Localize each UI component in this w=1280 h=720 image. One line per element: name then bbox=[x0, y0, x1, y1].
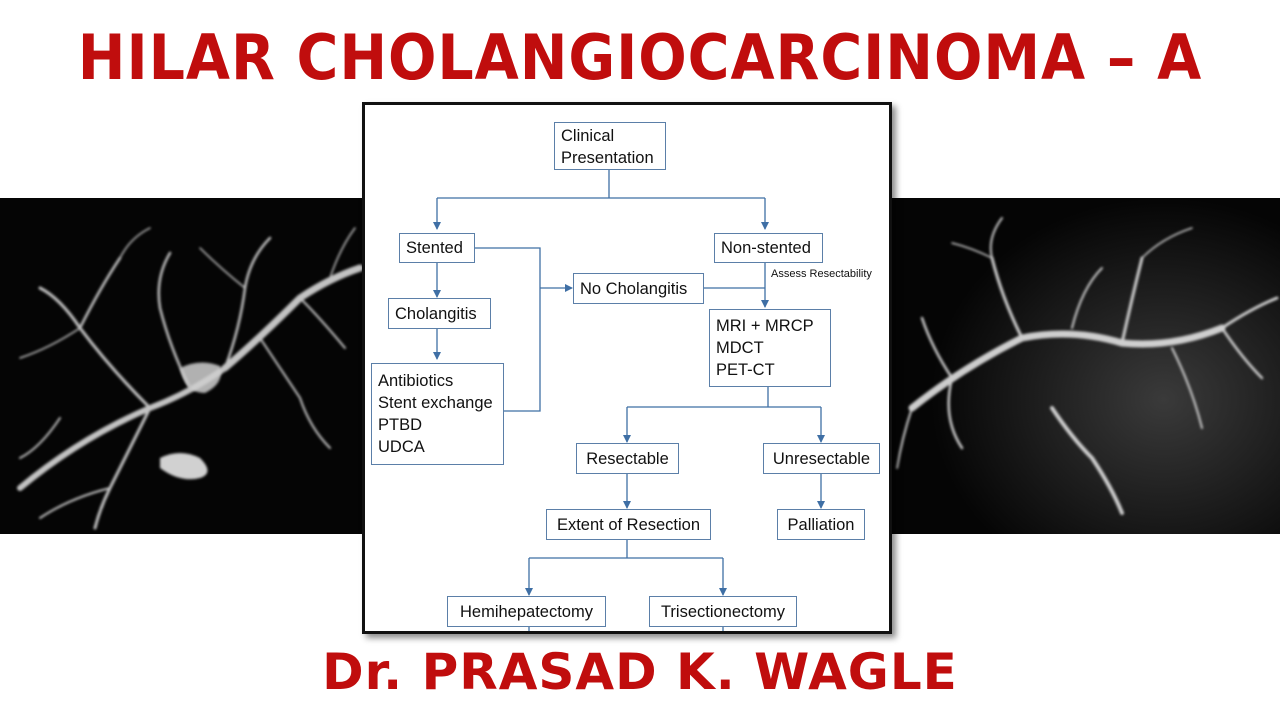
node-cholangitis: Cholangitis bbox=[388, 298, 491, 329]
node-clinical-presentation: Clinical Presentation bbox=[554, 122, 666, 170]
connector-imaging-split bbox=[627, 387, 821, 408]
node-imaging: MRI + MRCP MDCT PET-CT bbox=[709, 309, 831, 387]
mrcp-image-left bbox=[17, 227, 362, 530]
node-non-stented: Non-stented bbox=[714, 233, 823, 263]
label-assess-resectability: Assess Resectability bbox=[771, 267, 872, 282]
node-text: Hemihepatectomy bbox=[460, 603, 593, 621]
node-text: UDCA bbox=[378, 438, 425, 456]
node-text: Stent exchange bbox=[378, 394, 493, 412]
author-name: Dr. PRASAD K. WAGLE bbox=[322, 643, 958, 701]
mrcp-image-right bbox=[892, 198, 1280, 534]
node-stented: Stented bbox=[399, 233, 475, 263]
label-text: Assess bbox=[771, 268, 807, 280]
node-palliation: Palliation bbox=[777, 509, 865, 540]
node-text: No Cholangitis bbox=[580, 280, 688, 298]
node-text: Stented bbox=[406, 239, 463, 257]
flowchart-panel: Clinical Presentation Stented Non-stente… bbox=[362, 102, 892, 634]
flowchart-connectors bbox=[433, 170, 825, 631]
node-text: Palliation bbox=[787, 516, 855, 534]
node-trisectionectomy: Trisectionectomy bbox=[649, 596, 797, 627]
node-text: Cholangitis bbox=[395, 305, 477, 323]
node-extent-of-resection: Extent of Resection bbox=[546, 509, 711, 540]
node-text: MRI + MRCP bbox=[716, 317, 814, 335]
node-text: Extent of Resection bbox=[556, 516, 701, 534]
connector-extent-split bbox=[529, 540, 723, 559]
node-treatment: Antibiotics Stent exchange PTBD UDCA bbox=[371, 363, 504, 465]
label-text: Resectability bbox=[809, 268, 872, 280]
node-text: Non-stented bbox=[721, 239, 811, 257]
node-text: Unresectable bbox=[772, 450, 871, 468]
node-text: Presentation bbox=[561, 149, 654, 167]
node-hemihepatectomy: Hemihepatectomy bbox=[447, 596, 606, 627]
node-no-cholangitis: No Cholangitis bbox=[573, 273, 704, 304]
node-text: Resectable bbox=[586, 450, 669, 468]
node-text: Trisectionectomy bbox=[660, 603, 786, 621]
node-text: Antibiotics bbox=[378, 372, 454, 390]
connector-clinical-split bbox=[437, 170, 765, 199]
node-unresectable: Unresectable bbox=[763, 443, 880, 474]
node-text: MDCT bbox=[716, 339, 764, 357]
node-resectable: Resectable bbox=[576, 443, 679, 474]
connector-stented-loop bbox=[474, 247, 541, 412]
node-text: Clinical bbox=[561, 127, 615, 145]
node-text: PTBD bbox=[378, 416, 423, 434]
node-text: PET-CT bbox=[716, 361, 775, 379]
